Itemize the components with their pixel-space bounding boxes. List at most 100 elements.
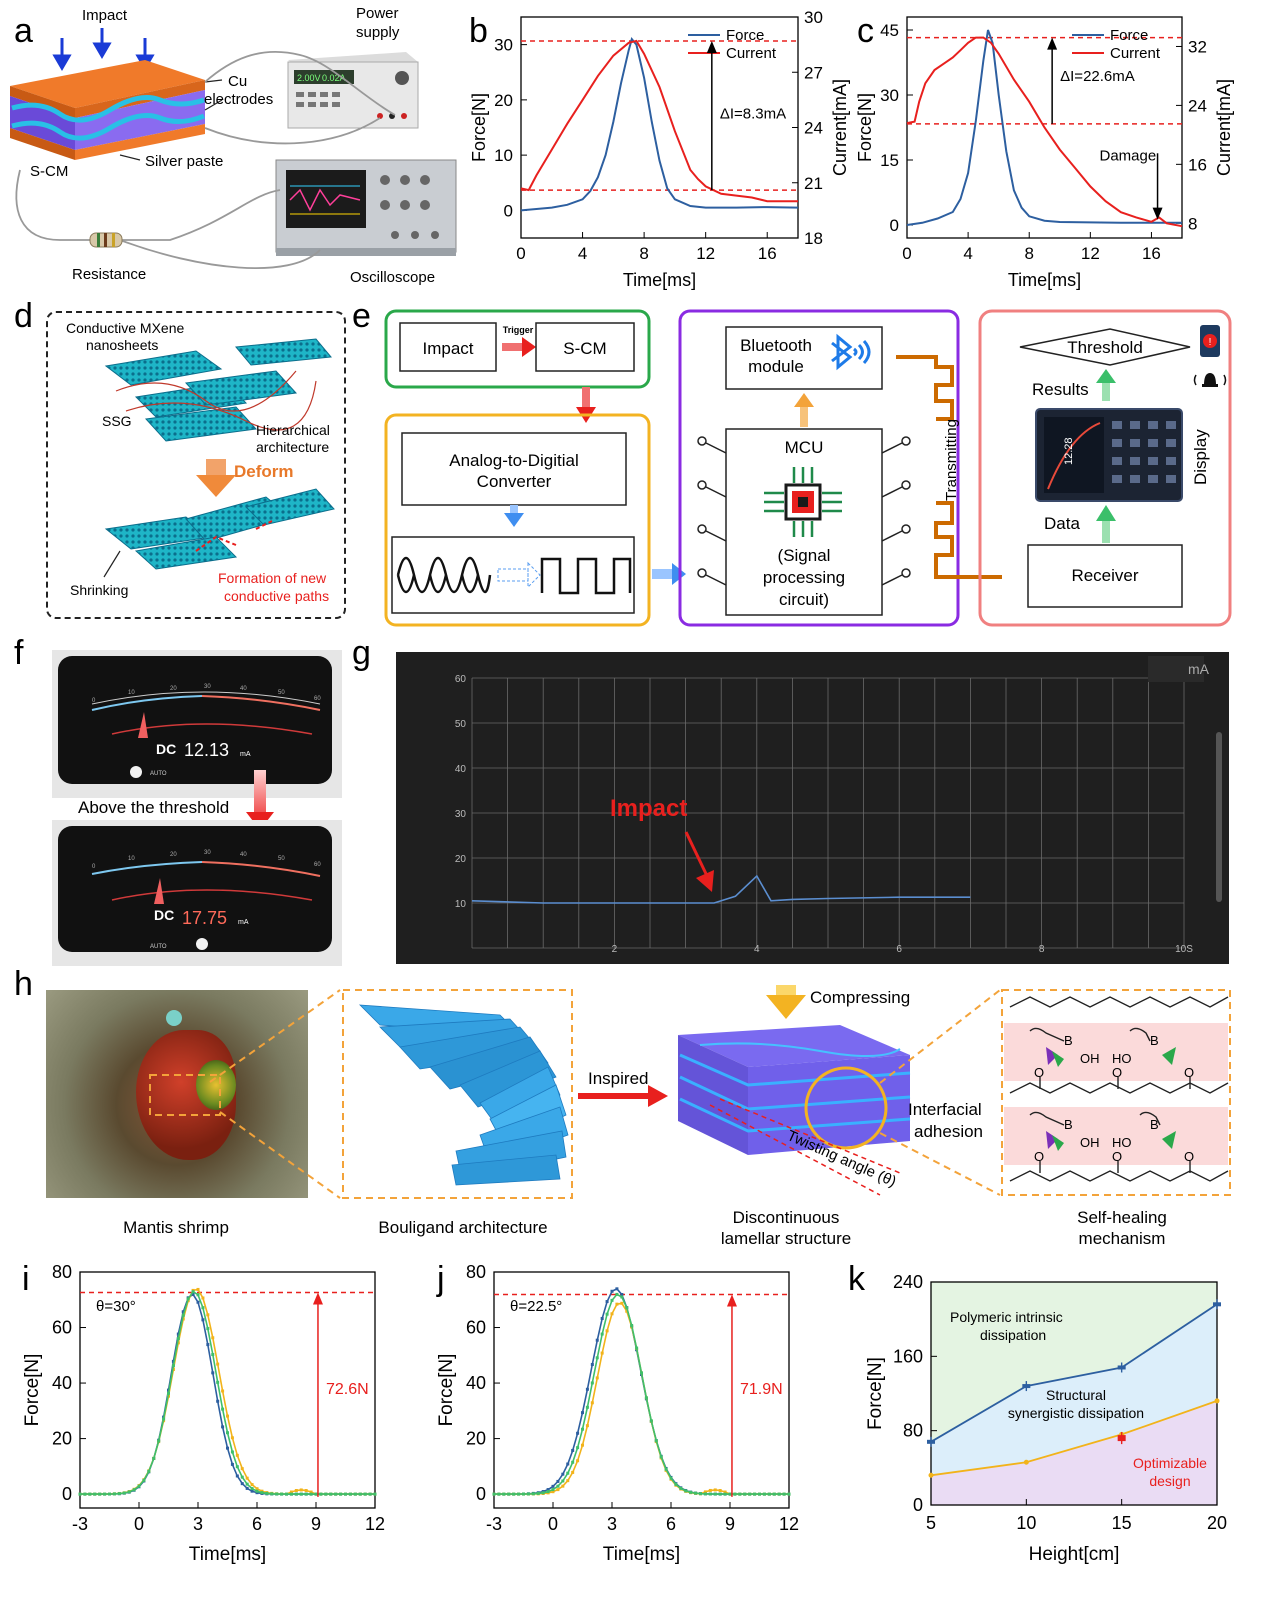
y-tick-label: 60 — [466, 1318, 486, 1338]
force-marker — [703, 1492, 707, 1496]
force-marker — [620, 1292, 624, 1296]
force-marker — [664, 1467, 668, 1471]
x-tick-label: 3 — [193, 1514, 203, 1534]
scale2-30: 30 — [204, 850, 211, 856]
force-marker — [294, 1492, 298, 1496]
chem-oh-1: OH — [1080, 1051, 1100, 1066]
panel-label-j: j — [437, 1260, 445, 1298]
force-marker — [176, 1337, 180, 1341]
force-marker — [777, 1492, 781, 1496]
y-tick-label: 80 — [52, 1262, 72, 1282]
force-marker — [353, 1492, 357, 1496]
force-marker — [689, 1490, 693, 1494]
damage-label: Damage — [1100, 148, 1157, 165]
x-tick-label: -3 — [486, 1514, 502, 1534]
series-line-force — [906, 29, 1182, 226]
force-marker — [610, 1298, 614, 1302]
force-marker — [585, 1387, 589, 1391]
ssg-label: SSG — [102, 413, 132, 429]
force-marker — [595, 1376, 599, 1380]
force-marker — [270, 1492, 274, 1496]
y-axis-label: Force[N] — [865, 1357, 886, 1430]
chem-o-5: O — [1112, 1149, 1122, 1164]
svg-text:!: ! — [1209, 337, 1212, 348]
force-marker — [245, 1486, 249, 1490]
k-marker-low — [1214, 1398, 1220, 1404]
x-tick-label: 4 — [963, 244, 972, 263]
power-supply-label-1: Power — [356, 5, 399, 22]
force-marker — [216, 1362, 220, 1366]
phone-photo-2: 0 10 20 30 40 50 60 DC 17.75 mA AUTO — [52, 820, 342, 966]
force-marker — [167, 1391, 170, 1395]
y-tick-label: 0 — [476, 1484, 486, 1504]
force-marker — [517, 1492, 521, 1496]
ps-display-a: 0.02A — [322, 73, 346, 83]
scale2-40: 40 — [240, 852, 247, 858]
force-marker — [245, 1476, 249, 1480]
force-marker — [590, 1401, 594, 1405]
force-marker — [255, 1491, 259, 1495]
force-marker — [230, 1450, 234, 1454]
force-marker — [566, 1479, 570, 1483]
impact-label: Impact — [82, 7, 128, 24]
adc-box — [401, 432, 627, 506]
display-screen: 12.28 — [1035, 408, 1183, 502]
force-marker — [211, 1371, 215, 1375]
g-x-tick-label: 4 — [754, 944, 760, 955]
force-marker — [635, 1346, 639, 1350]
x-tick-label: 8 — [639, 244, 648, 263]
chem-b-3: B — [1064, 1117, 1073, 1132]
y-tick-label: 45 — [880, 21, 899, 40]
force-marker — [581, 1443, 584, 1447]
series-line-current — [906, 36, 1183, 228]
force-marker — [649, 1419, 653, 1423]
force-marker — [240, 1475, 244, 1479]
x-tick-label: -3 — [72, 1514, 88, 1534]
force-marker — [536, 1491, 540, 1495]
force-marker — [595, 1338, 599, 1342]
alarm-bell-icon — [1193, 373, 1227, 387]
digital-wave — [540, 557, 632, 595]
x-tick-label: 12 — [779, 1514, 799, 1534]
delta-label: ΔI=8.3mA — [720, 105, 786, 122]
force-marker — [551, 1484, 555, 1488]
scale2-20: 20 — [170, 852, 177, 858]
y-axis-label: Force[N] — [436, 1354, 457, 1427]
force-marker — [117, 1492, 121, 1496]
panel-label-i: i — [22, 1260, 30, 1298]
chem-o-3: O — [1184, 1065, 1194, 1080]
bouligand-caption: Bouligand architecture — [378, 1218, 547, 1237]
y-axis-label: Force[N] — [22, 1354, 43, 1427]
series-line-force — [520, 37, 799, 212]
force-marker — [546, 1490, 550, 1494]
force-marker — [713, 1488, 717, 1492]
legend-label: Current — [726, 45, 777, 62]
power-supply-label-2: supply — [356, 24, 400, 41]
force-marker — [363, 1492, 367, 1496]
chem-b-2: B — [1150, 1033, 1159, 1048]
force-marker — [674, 1482, 678, 1486]
force-marker — [625, 1309, 629, 1313]
force-marker — [699, 1492, 702, 1496]
peak-arrow-head — [312, 1292, 323, 1305]
x-tick-label: 8 — [1024, 244, 1033, 263]
g-y-tick-label: 20 — [455, 854, 467, 865]
force-marker — [600, 1316, 604, 1320]
x-tick-label: 20 — [1207, 1513, 1227, 1533]
legend-label: Current — [1110, 45, 1161, 62]
scm-sample — [10, 60, 205, 160]
x-tick-label: 10 — [1016, 1513, 1036, 1533]
force-marker — [556, 1484, 560, 1488]
k-red-point — [1117, 1435, 1126, 1442]
oscilloscope-icon — [275, 159, 457, 256]
x-tick-label: 5 — [926, 1513, 936, 1533]
y-tick-label: 80 — [903, 1421, 923, 1441]
scale-0: 0 — [92, 698, 96, 704]
force-marker — [157, 1439, 161, 1443]
force-marker — [590, 1381, 594, 1385]
force-marker — [615, 1292, 619, 1296]
resistor-icon — [89, 232, 123, 248]
force-marker — [142, 1478, 146, 1482]
force-marker — [551, 1490, 555, 1494]
force-marker — [211, 1353, 215, 1357]
